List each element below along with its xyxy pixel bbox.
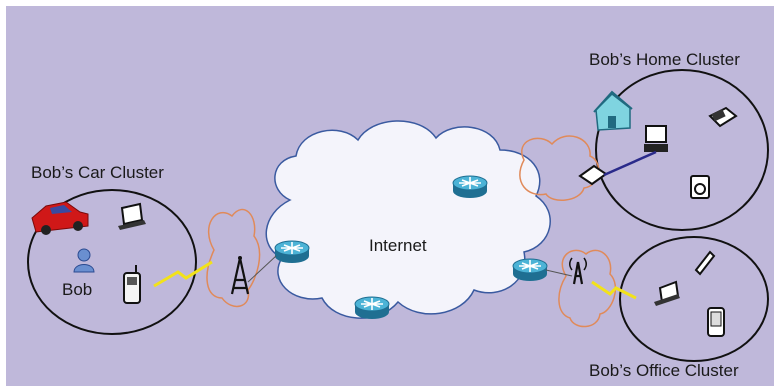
office-cluster-boundary	[619, 236, 769, 362]
cell-tower-icon	[569, 257, 587, 285]
car-cluster-boundary	[27, 189, 197, 335]
phone-handset-icon	[694, 250, 716, 276]
office-cluster-label: Bob’s Office Cluster	[589, 361, 739, 380]
pda-icon	[707, 307, 725, 337]
wired-link	[247, 255, 277, 283]
car-icon	[31, 201, 89, 235]
wired-link	[545, 269, 573, 277]
router-icon	[452, 175, 488, 199]
wired-link	[603, 150, 657, 177]
speaker-icon	[690, 175, 710, 199]
laptop-icon	[118, 202, 146, 230]
desktop-computer-icon	[644, 125, 668, 152]
car-cluster-label: Bob’s Car Cluster	[31, 163, 164, 182]
router-icon	[354, 296, 390, 320]
home-cluster-boundary	[595, 69, 769, 231]
router-icon	[274, 240, 310, 264]
printer-icon	[708, 106, 738, 128]
internet-cloud	[265, 120, 551, 319]
person-icon	[73, 248, 95, 273]
wireless-link	[591, 280, 637, 300]
internet-label: Internet	[369, 236, 427, 255]
person-label: Bob	[62, 280, 93, 299]
laptop-icon	[654, 280, 680, 306]
router-icon	[512, 258, 548, 282]
wireless-link	[153, 260, 213, 288]
cell-phone-icon	[123, 265, 141, 304]
office-access-cloud	[558, 249, 617, 328]
home-cluster-label: Bob’s Home Cluster	[589, 50, 740, 69]
car-access-cloud	[206, 208, 261, 308]
cell-tower-icon	[230, 256, 250, 295]
house-icon	[593, 90, 633, 131]
